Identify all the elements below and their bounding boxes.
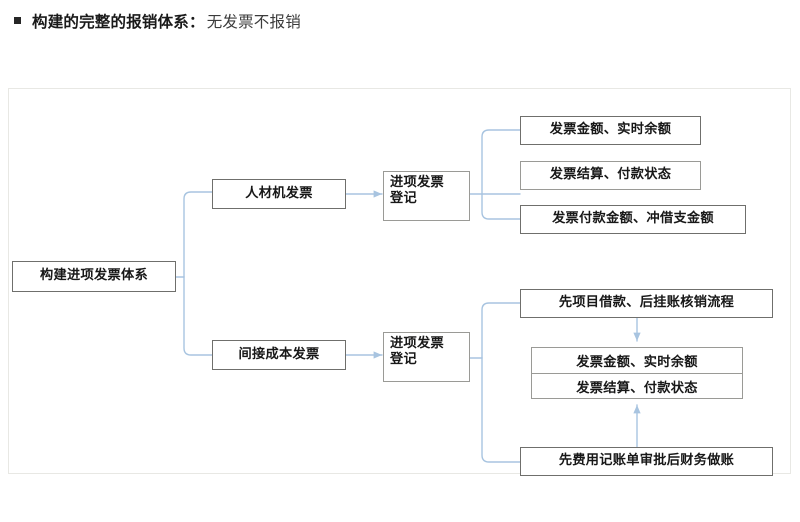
node-output-upper-1[interactable]: 发票金额、实时余额 [520,116,701,145]
node-shared-result-row-2[interactable]: 发票结算、付款状态 [532,373,742,398]
node-process-upper[interactable]: 进项发票 登记 [383,171,470,221]
node-shared-result-row-1-label: 发票金额、实时余额 [576,355,698,370]
node-output-upper-1-label: 发票金额、实时余额 [549,122,672,138]
node-process-upper-line2: 登记 [390,191,417,207]
node-shared-result[interactable]: 发票金额、实时余额 发票结算、付款状态 [531,347,743,399]
node-shared-result-row-2-label: 发票结算、付款状态 [576,380,698,396]
node-category-rencaiji[interactable]: 人材机发票 [212,179,346,209]
node-category-rencaiji-label: 人材机发票 [245,185,313,201]
node-output-upper-2[interactable]: 发票结算、付款状态 [520,161,701,190]
node-category-indirect-cost-label: 间接成本发票 [238,346,320,362]
node-process-lower[interactable]: 进项发票 登记 [383,332,470,382]
node-shared-result-row-1[interactable]: 发票金额、实时余额 [532,348,742,373]
node-output-lower-2-label: 先费用记账单审批后财务做账 [558,453,735,469]
node-output-upper-3[interactable]: 发票付款金额、冲借支金额 [520,205,746,234]
page-heading: 构建的完整的报销体系： 无发票不报销 [14,10,301,32]
node-output-lower-2[interactable]: 先费用记账单审批后财务做账 [520,447,773,476]
node-root[interactable]: 构建进项发票体系 [12,261,176,292]
node-output-lower-1-label: 先项目借款、后挂账核销流程 [558,295,735,311]
node-process-lower-line2: 登记 [390,352,417,368]
node-root-label: 构建进项发票体系 [40,268,148,284]
node-output-upper-3-label: 发票付款金额、冲借支金额 [552,211,714,227]
node-process-upper-line1: 进项发票 [390,175,444,190]
square-bullet-icon [14,17,21,24]
page-title: 构建的完整的报销体系： [32,13,205,31]
node-output-lower-1[interactable]: 先项目借款、后挂账核销流程 [520,289,773,318]
node-output-upper-2-label: 发票结算、付款状态 [549,167,672,183]
page-subtitle: 无发票不报销 [206,13,301,31]
node-category-indirect-cost[interactable]: 间接成本发票 [212,340,346,370]
node-process-lower-line1: 进项发票 [390,336,444,351]
